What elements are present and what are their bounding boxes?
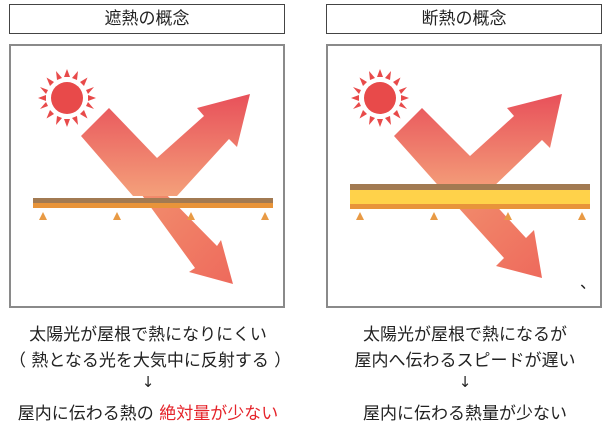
- caption-line1: 太陽光が屋根で熱になるが: [363, 325, 567, 345]
- panel-title: 断熱の概念: [326, 4, 602, 34]
- stray-mark: 、: [580, 273, 596, 292]
- reflection-diagram: [9, 44, 285, 308]
- insulation-diagram: 、: [326, 44, 602, 308]
- caption-line2: 屋内へ伝わるスピードが遅い: [354, 351, 576, 371]
- insulation-illustration: 、: [350, 69, 596, 292]
- support-triangle-icon: [356, 212, 586, 220]
- reflect-arrow-icon: [394, 94, 562, 192]
- reflection-illustration: [33, 69, 273, 284]
- sun-icon: [351, 69, 409, 127]
- reflect-arrow-icon: [81, 94, 250, 196]
- panel-title: 遮熱の概念: [9, 4, 285, 34]
- result-line: 屋内に伝わる熱の 絶対量が少ない: [9, 399, 287, 424]
- caption-line2: （ 熱となる光を大気中に反射する ）: [9, 351, 292, 371]
- roof-layer: [350, 184, 590, 209]
- result-highlight: 絶対量が少ない: [159, 404, 279, 424]
- result-prefix: 屋内に伝わる熱の: [17, 404, 160, 424]
- roof-layer: [33, 198, 273, 208]
- down-arrow: ↓: [141, 373, 155, 391]
- caption-line1: 太陽光が屋根で熱になりにくい: [29, 325, 267, 345]
- down-arrow: ↓: [458, 373, 472, 391]
- support-triangle-icon: [39, 212, 269, 220]
- result-line: 屋内に伝わる熱量が少ない: [363, 404, 567, 424]
- sun-icon: [38, 69, 96, 127]
- pass-arrow-icon: [139, 183, 233, 284]
